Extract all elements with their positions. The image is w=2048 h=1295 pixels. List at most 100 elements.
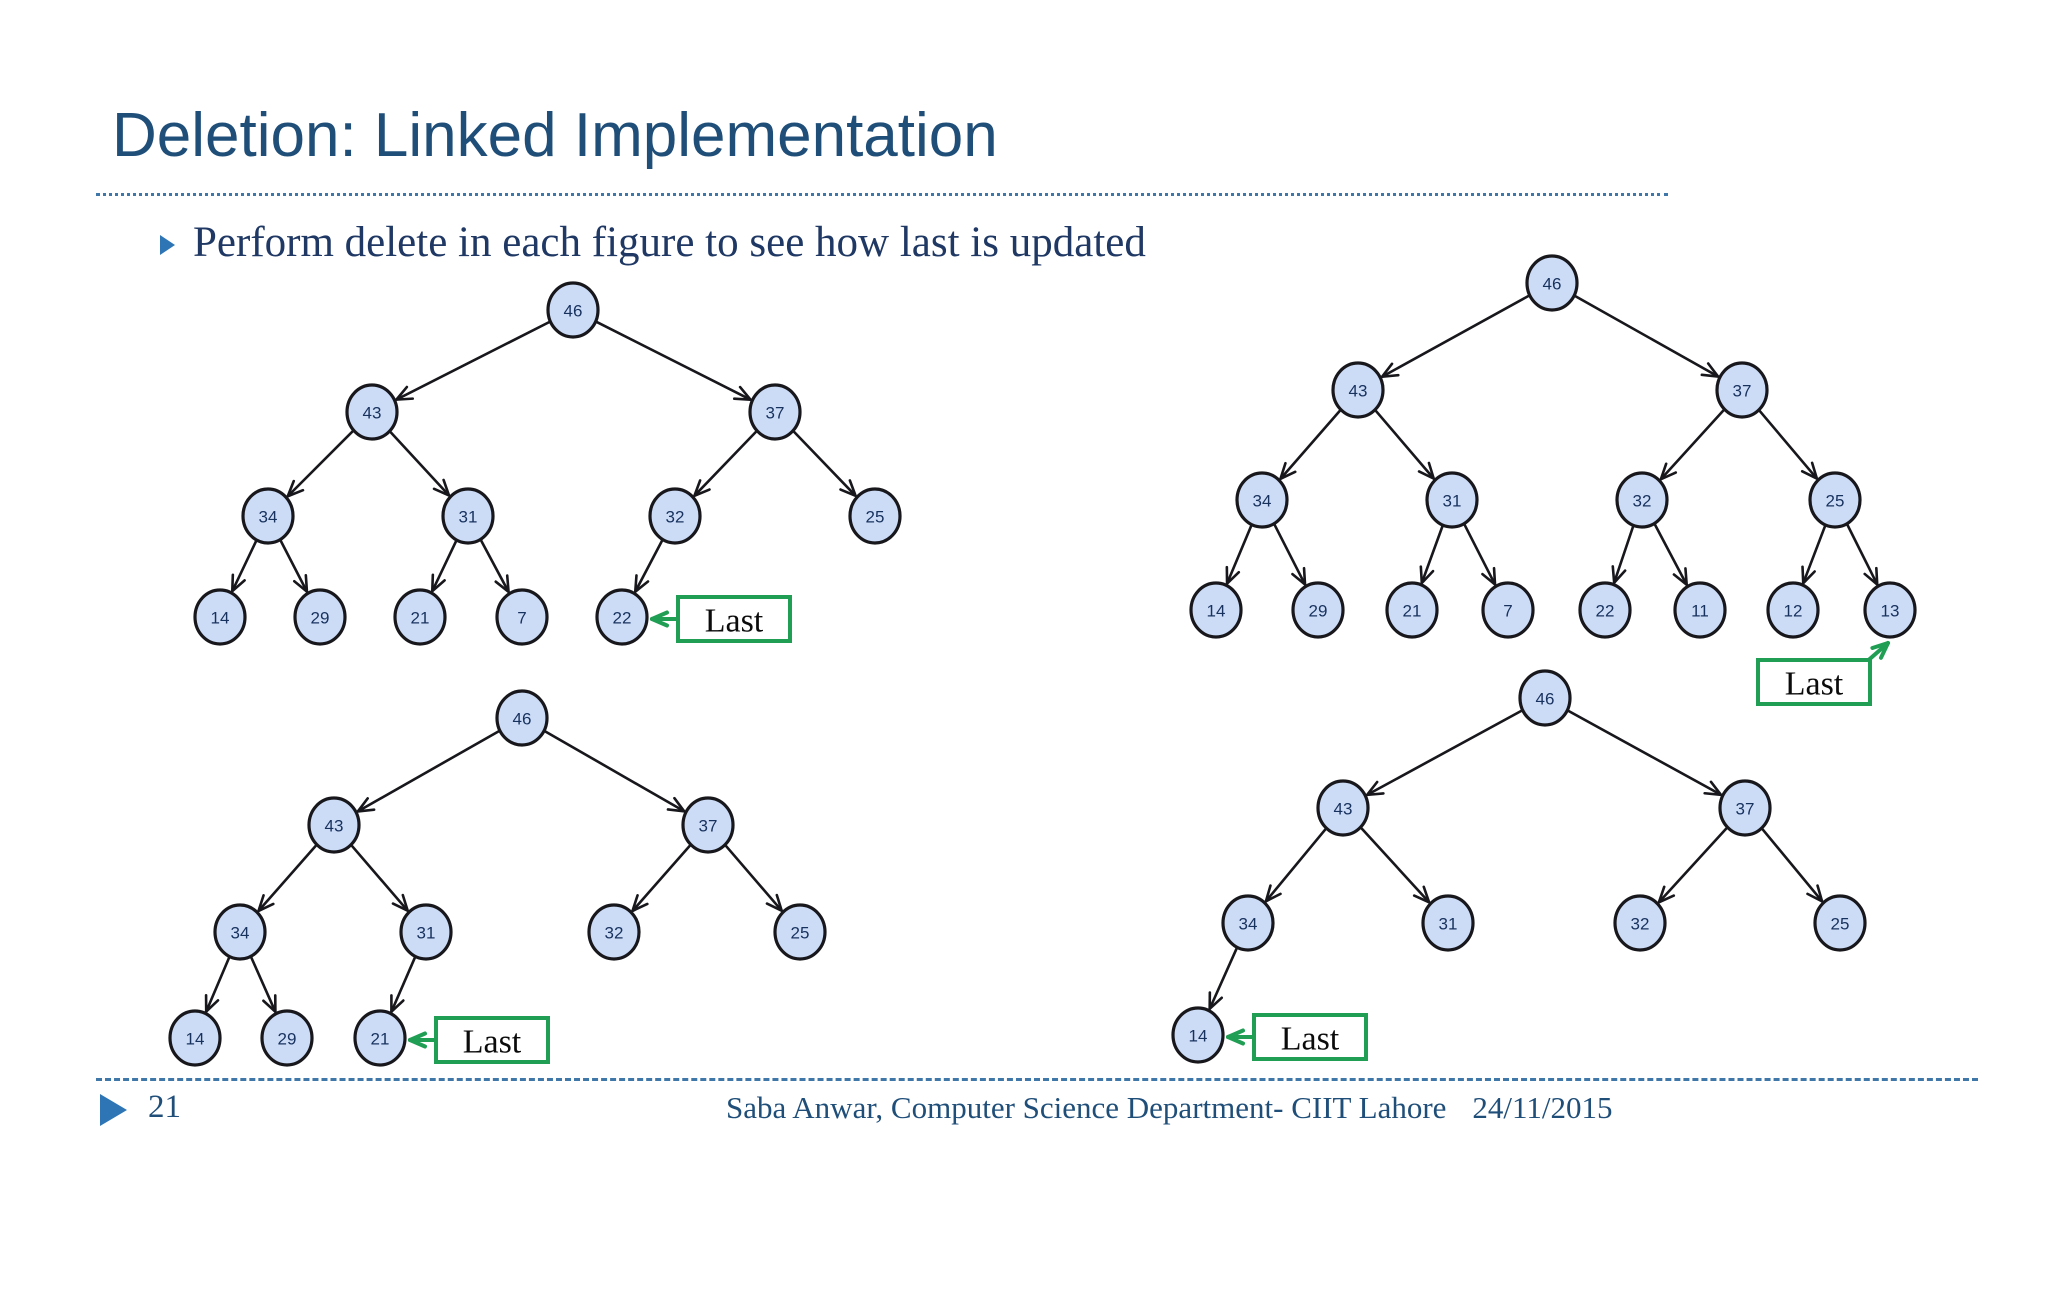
tree-node: 14 — [168, 1009, 222, 1067]
tree-node: 25 — [1808, 471, 1862, 529]
last-label-box — [434, 1016, 550, 1064]
tree-bottom-right: 46 43 37 34 31 32 25 14 Last — [1171, 669, 1867, 1064]
tree-node: 29 — [293, 588, 347, 646]
tree-edge — [205, 956, 231, 1013]
tree-node-label: 43 — [1334, 800, 1353, 819]
tree-node-label: 43 — [363, 404, 382, 423]
footer-credit: Saba Anwar, Computer Science Department-… — [726, 1090, 1447, 1125]
tree-edge — [257, 843, 318, 912]
tree-edge — [286, 429, 355, 498]
tree-node: 25 — [848, 487, 902, 545]
tree-node-label: 29 — [311, 609, 330, 628]
tree-node: 31 — [399, 903, 453, 961]
tree-node-label: 34 — [231, 924, 250, 943]
tree-node-label: 31 — [1439, 915, 1458, 934]
last-callout — [1862, 641, 1890, 666]
tree-edge — [1272, 523, 1307, 586]
tree-edge — [1208, 946, 1239, 1010]
tree-node: 31 — [441, 487, 495, 545]
tree-node-label: 7 — [517, 609, 526, 628]
tree-node: 29 — [260, 1009, 314, 1067]
tree-node: 37 — [1715, 361, 1769, 419]
tree-node-label: 25 — [1831, 915, 1850, 934]
tree-edge — [1653, 522, 1688, 586]
tree-edge — [634, 538, 664, 593]
tree-node-label: 14 — [1189, 1027, 1208, 1046]
tree-edge — [249, 955, 277, 1013]
tree-edge — [1757, 409, 1818, 480]
tree-node: 46 — [546, 281, 600, 339]
tree-node-label: 43 — [1349, 382, 1368, 401]
tree-node: 13 — [1863, 581, 1917, 639]
tree-node: 43 — [1316, 779, 1370, 837]
tree-node-label: 37 — [1736, 800, 1755, 819]
tree-node: 37 — [1718, 779, 1772, 837]
tree-edge — [1381, 294, 1531, 378]
tree-edge — [595, 320, 752, 401]
last-label-box — [1756, 658, 1872, 706]
triangle-right-icon — [160, 234, 175, 255]
tree-node: 46 — [495, 689, 549, 747]
tree-node: 34 — [241, 487, 295, 545]
tree-edge — [479, 538, 510, 593]
bullet-text: Perform delete in each figure to see how… — [193, 219, 1146, 266]
tree-node-label: 29 — [1309, 602, 1328, 621]
tree-node-label: 37 — [699, 817, 718, 836]
last-label-text: Last — [1785, 666, 1844, 703]
tree-edge — [1845, 523, 1879, 586]
last-label-box — [676, 595, 792, 643]
tree-node-label: 31 — [459, 508, 478, 527]
title-divider — [96, 193, 1668, 196]
tree-node-label: 46 — [1536, 690, 1555, 709]
tree-edge — [1657, 826, 1729, 904]
tree-edge — [1566, 709, 1722, 796]
tree-node-label: 29 — [278, 1030, 297, 1049]
last-label-text: Last — [1281, 1021, 1340, 1058]
footer-divider — [96, 1078, 1978, 1081]
slide-canvas: Deletion: Linked Implementation Perform … — [96, 101, 1978, 1126]
tree-node-label: 21 — [371, 1030, 390, 1049]
tree-edge — [1659, 408, 1726, 481]
tree-edge — [388, 430, 450, 497]
tree-node: 14 — [1189, 581, 1243, 639]
page-title: Deletion: Linked Implementation — [112, 101, 998, 170]
tree-node-label: 25 — [1826, 492, 1845, 511]
tree-edge — [1359, 826, 1431, 904]
tree-node-label: 21 — [1403, 602, 1422, 621]
tree-node: 43 — [345, 383, 399, 441]
tree-node-label: 32 — [666, 508, 685, 527]
tree-node-label: 21 — [411, 609, 430, 628]
tree-node-label: 14 — [1207, 602, 1226, 621]
tree-node-label: 25 — [791, 924, 810, 943]
footer-date: 24/11/2015 — [1472, 1090, 1613, 1125]
tree-node-label: 46 — [513, 710, 532, 729]
tree-node: 32 — [1613, 894, 1667, 952]
tree-node-label: 32 — [605, 924, 624, 943]
tree-node-label: 34 — [1253, 492, 1272, 511]
tree-node-label: 37 — [1733, 382, 1752, 401]
footer-page-number: 21 — [148, 1089, 181, 1125]
tree-node: 22 — [595, 588, 649, 646]
tree-node: 29 — [1291, 581, 1345, 639]
tree-node-label: 14 — [186, 1030, 205, 1049]
bullet-row: Perform delete in each figure to see how… — [160, 218, 1146, 267]
tree-node: 37 — [681, 796, 735, 854]
tree-edge — [1225, 524, 1253, 585]
last-label-text: Last — [463, 1024, 522, 1061]
footer-center: Saba Anwar, Computer Science Department-… — [726, 1090, 1613, 1126]
tree-node-label: 46 — [1543, 275, 1562, 294]
tree-edge — [278, 539, 309, 593]
tree-node-label: 46 — [564, 302, 583, 321]
tree-node: 31 — [1421, 894, 1475, 952]
tree-node-label: 32 — [1631, 915, 1650, 934]
tree-edge — [792, 429, 857, 497]
tree-node: 34 — [1221, 894, 1275, 952]
tree-node: 32 — [648, 487, 702, 545]
tree-node-label: 7 — [1503, 602, 1512, 621]
tree-node: 21 — [393, 588, 447, 646]
tree-node: 21 — [1385, 581, 1439, 639]
tree-edge — [350, 843, 409, 912]
